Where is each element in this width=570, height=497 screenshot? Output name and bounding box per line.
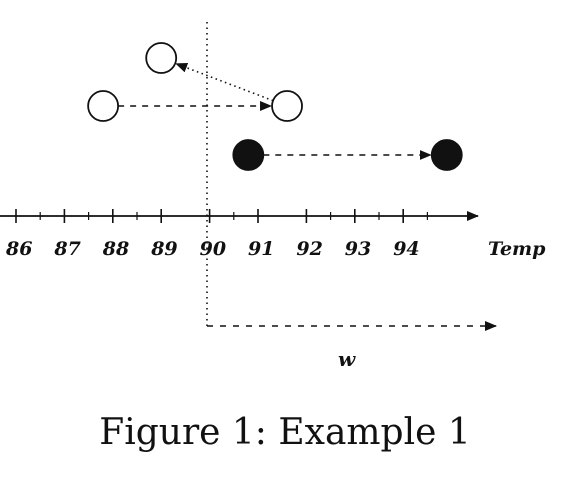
point-arrow-0 <box>175 62 274 102</box>
tick-label-92: 92 <box>296 238 322 260</box>
tick-label-91: 91 <box>248 238 274 260</box>
tick-label-88: 88 <box>102 238 129 260</box>
tick-label-86: 86 <box>5 238 32 260</box>
tick-label-87: 87 <box>53 238 80 260</box>
tick-label-94: 94 <box>393 238 419 260</box>
data-points <box>87 42 463 171</box>
tick-label-93: 93 <box>345 238 371 260</box>
window-label: w <box>338 347 356 371</box>
solid-point-4 <box>430 139 463 171</box>
solid-point-3 <box>232 139 265 171</box>
tick-label-90: 90 <box>200 238 226 260</box>
open-point-0 <box>145 42 178 74</box>
temperature-diagram: 86 87 88 89 90 91 92 93 94 Temp w <box>0 22 546 371</box>
open-point-2 <box>271 90 303 122</box>
axis-label: Temp <box>488 238 546 260</box>
open-point-1 <box>87 90 120 122</box>
figure-caption: Figure 1: Example 1 <box>99 412 471 453</box>
axis-ticks: 86 87 88 89 90 91 92 93 94 <box>5 209 428 260</box>
tick-label-89: 89 <box>150 238 177 260</box>
point-arrows <box>118 62 432 160</box>
